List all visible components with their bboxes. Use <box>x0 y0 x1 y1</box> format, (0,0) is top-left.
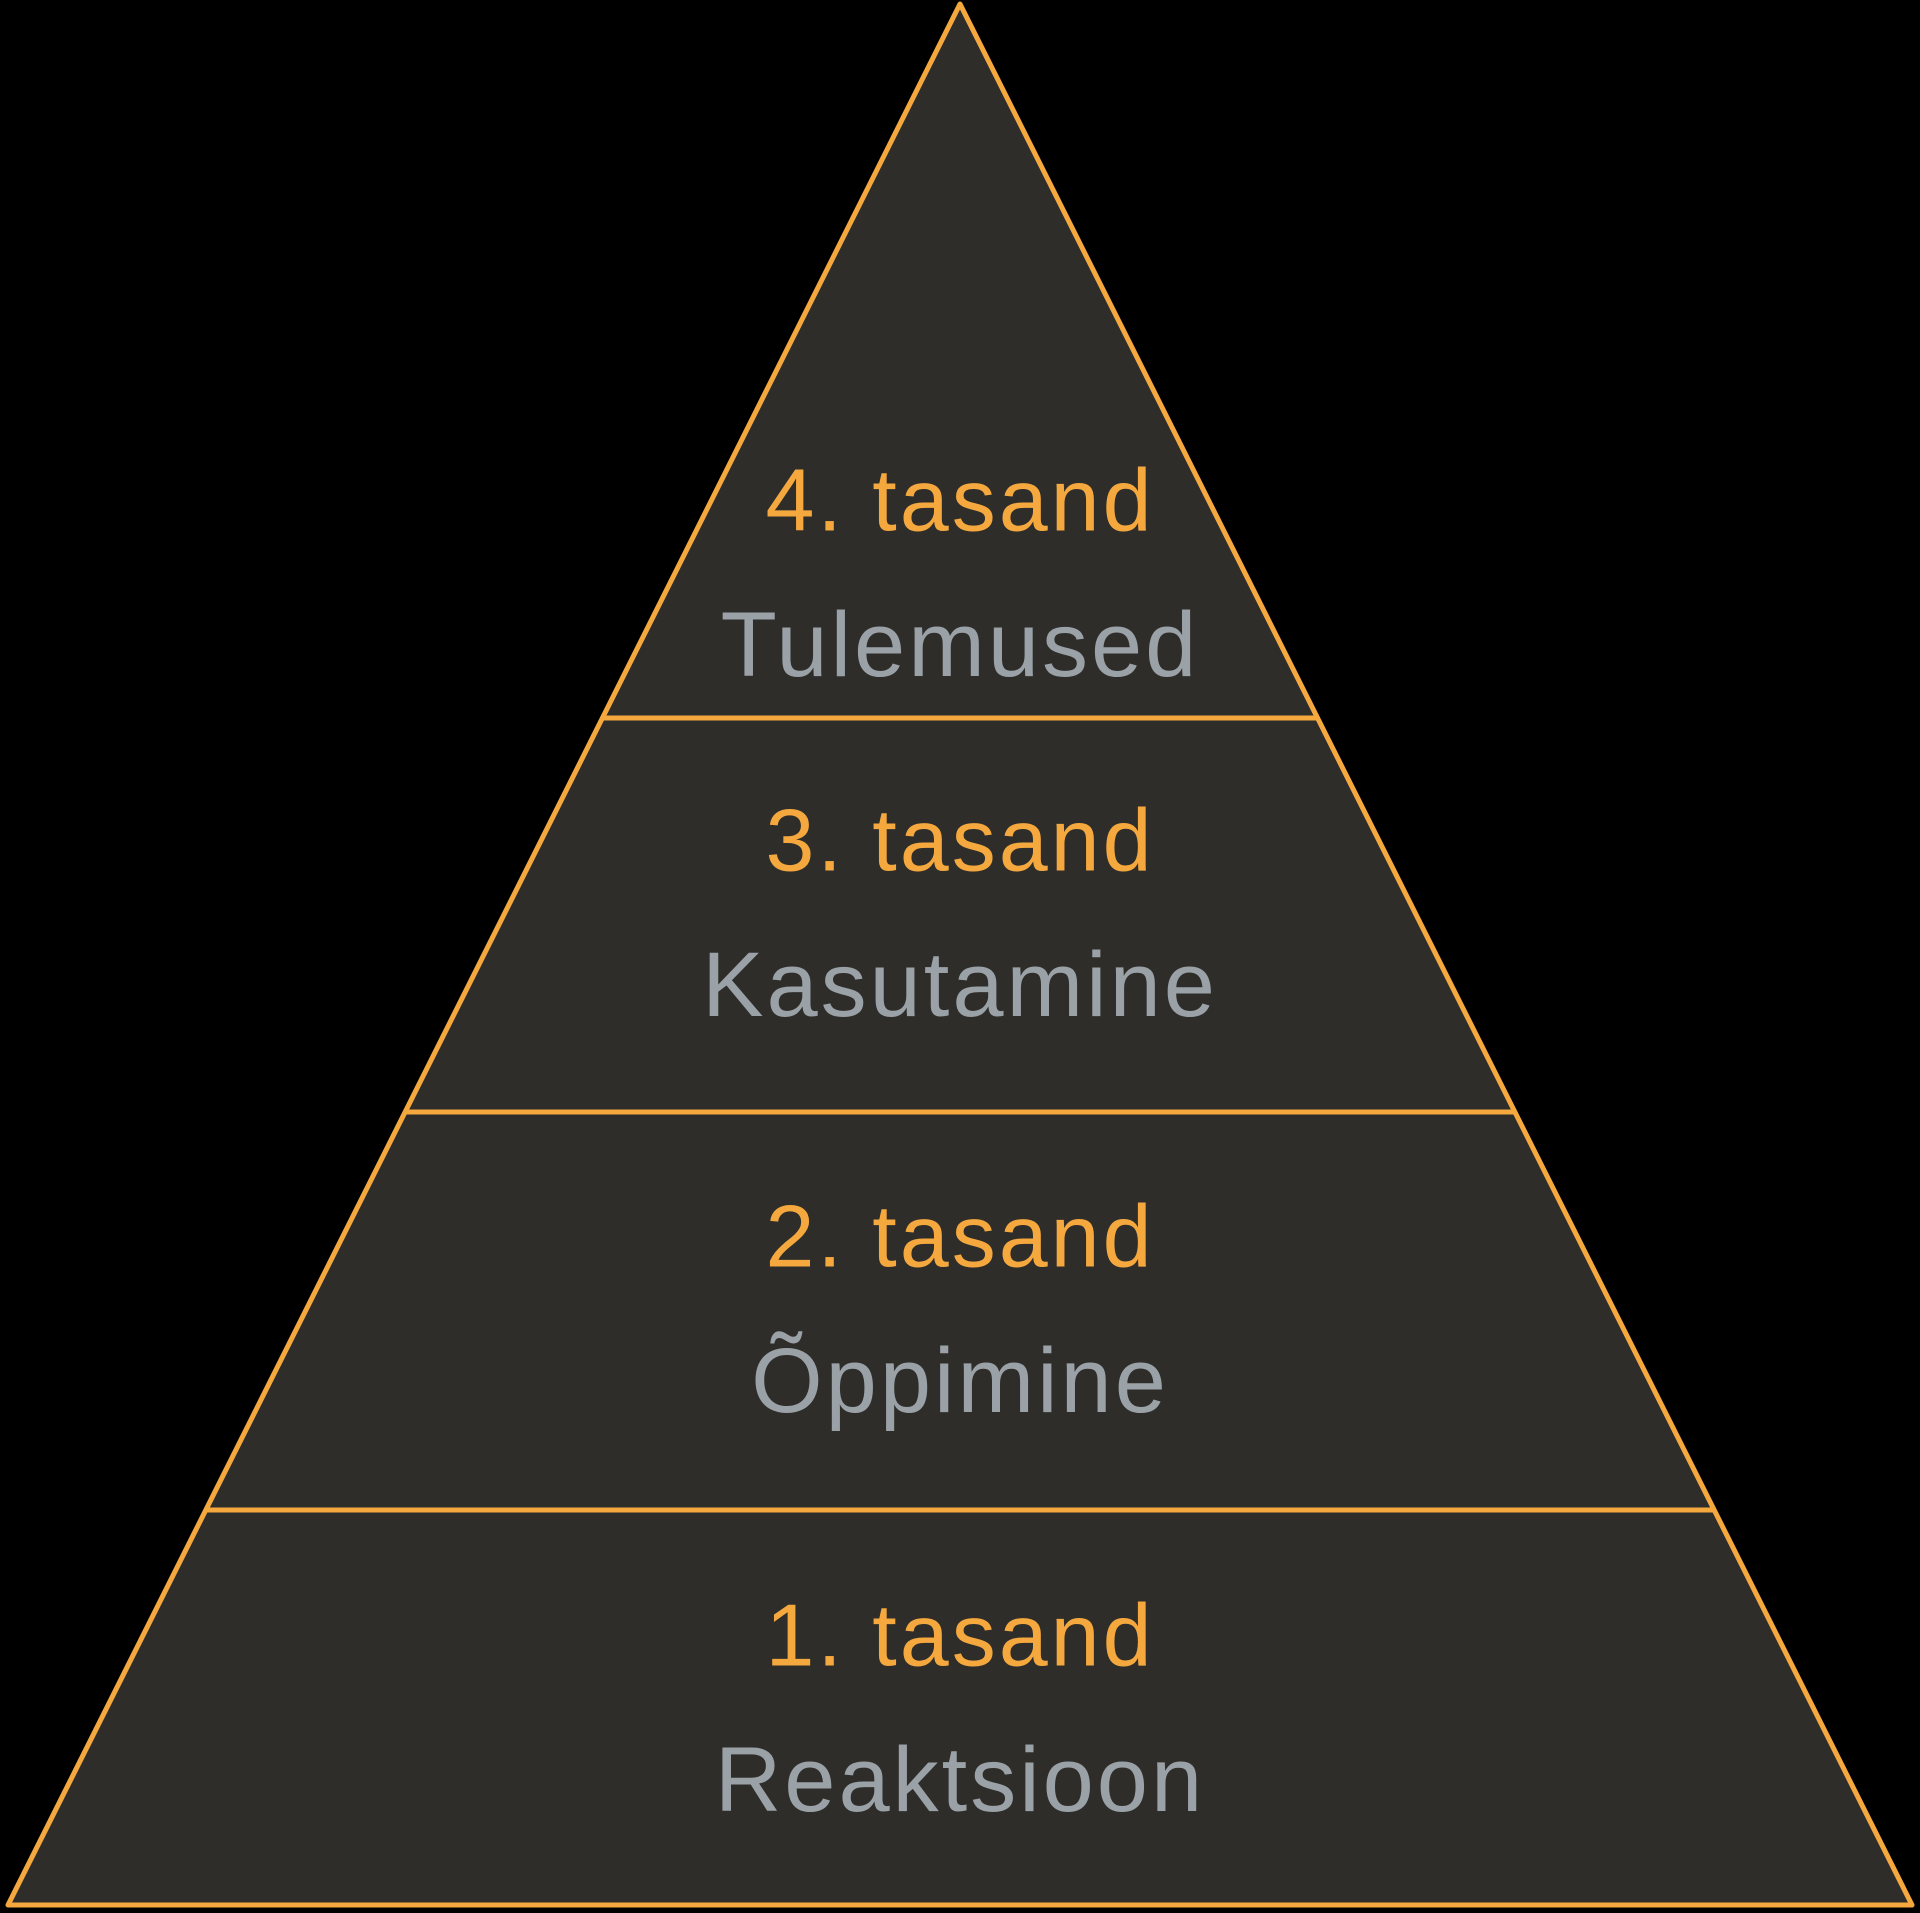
pyramid-outline <box>5 1 1915 1908</box>
level-3-title: 3. tasand <box>765 791 1154 890</box>
level-3-section: 3. tasand Kasutamine <box>702 791 1218 1037</box>
level-1-subtitle: Reaktsioon <box>715 1729 1205 1831</box>
level-1-title: 1. tasand <box>765 1586 1154 1685</box>
level-4-section: 4. tasand Tulemused <box>721 451 1200 697</box>
level-1-section: 1. tasand Reaktsioon <box>715 1586 1205 1832</box>
level-2-section: 2. tasand Õppimine <box>751 1187 1169 1433</box>
level-2-title: 2. tasand <box>765 1187 1154 1286</box>
level-4-title: 4. tasand <box>765 451 1154 550</box>
level-3-subtitle: Kasutamine <box>702 934 1218 1036</box>
level-4-subtitle: Tulemused <box>721 594 1200 696</box>
level-2-subtitle: Õppimine <box>751 1330 1169 1432</box>
